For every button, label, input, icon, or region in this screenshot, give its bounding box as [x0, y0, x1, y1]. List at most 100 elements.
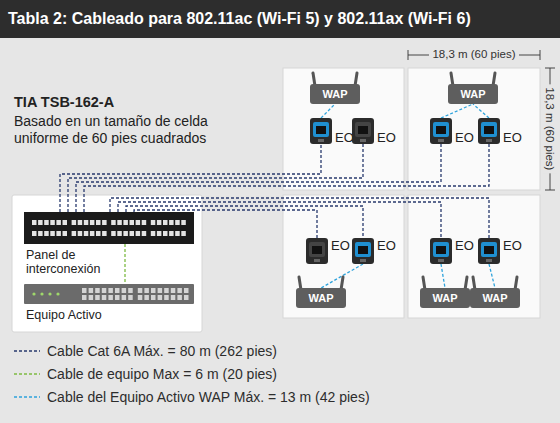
- panel-port: [102, 220, 107, 225]
- node-label: EO: [503, 238, 522, 253]
- switch-led: [48, 292, 51, 295]
- outlet-jack: EO: [430, 238, 452, 264]
- switch-port: [95, 295, 100, 300]
- switch-port: [138, 295, 143, 300]
- dimension-tick: [408, 50, 409, 60]
- switch-led: [32, 292, 35, 295]
- legend-line: [14, 346, 42, 356]
- wireless-access-point: WAP: [470, 288, 520, 308]
- cell: [283, 68, 404, 190]
- switch-port: [144, 288, 149, 293]
- jack-port: [358, 126, 368, 134]
- dimension-tick: [540, 50, 541, 60]
- switch-port: [128, 288, 133, 293]
- node-label: EO: [455, 130, 474, 145]
- switch-port: [138, 288, 143, 293]
- panel-port: [32, 220, 37, 225]
- wap-cable: [473, 104, 489, 118]
- panel-port: [78, 231, 83, 236]
- jack-port: [484, 246, 494, 254]
- panel-port: [163, 231, 168, 236]
- legend-text: Cable Cat 6A Máx. = 80 m (262 pies): [47, 343, 277, 359]
- panel-port: [123, 220, 128, 225]
- panel-port: [157, 231, 162, 236]
- panel-port: [136, 231, 141, 236]
- jack-body: [478, 118, 500, 144]
- panel-port: [90, 220, 95, 225]
- node-label: Equipo Activo: [26, 308, 102, 322]
- outlet-jack-icon: [430, 238, 452, 264]
- panel-port: [44, 220, 49, 225]
- switch-port: [82, 295, 87, 300]
- jack-face: [481, 122, 497, 137]
- wap-cable: [321, 104, 335, 118]
- panel-port: [44, 231, 49, 236]
- panel-port: [72, 220, 77, 225]
- switch-port: [184, 295, 189, 300]
- panel-port: [38, 231, 43, 236]
- wireless-access-point: WAP: [296, 288, 346, 308]
- jack-face: [355, 122, 371, 137]
- title: Tabla 2: Cableado para 802.11ac (Wi-Fi 5…: [8, 10, 471, 28]
- switch-port: [164, 295, 169, 300]
- jack-tab: [318, 139, 324, 142]
- jack-tab: [486, 259, 492, 262]
- legend-text: Cable de equipo Max = 6 m (20 pies): [47, 366, 277, 382]
- wap-body: [310, 84, 360, 104]
- node-label: EO: [331, 238, 350, 253]
- jack-port: [358, 246, 368, 254]
- panel-port: [151, 220, 156, 225]
- switch-port: [151, 288, 156, 293]
- legend-line: [14, 369, 42, 379]
- jack-body: [352, 118, 374, 144]
- jack-body: [306, 238, 328, 264]
- panel-port: [142, 231, 147, 236]
- panel-port: [72, 231, 77, 236]
- node-label: WAP: [296, 288, 346, 308]
- outlet-jack-icon: [478, 118, 500, 144]
- outlet-jack: EO: [478, 118, 500, 144]
- switch-port: [171, 288, 176, 293]
- jack-tab: [438, 139, 444, 142]
- switch-port: [158, 295, 163, 300]
- switch-port: [164, 288, 169, 293]
- jack-face: [313, 122, 329, 137]
- legend-item: Cable de equipo Max = 6 m (20 pies): [14, 366, 277, 382]
- outlet-jack: EO: [478, 238, 500, 264]
- panel-port: [96, 220, 101, 225]
- switch-led: [40, 292, 43, 295]
- title-bar: [0, 0, 560, 38]
- cell: [408, 68, 540, 190]
- panel-port: [169, 220, 174, 225]
- node-label: Panel de interconexión: [26, 248, 118, 277]
- jack-port: [312, 246, 322, 254]
- jack-face: [481, 242, 497, 257]
- jack-tab: [438, 259, 444, 262]
- panel-port: [102, 231, 107, 236]
- cell: [408, 195, 540, 318]
- wap-body: [448, 84, 498, 104]
- panel-port: [96, 231, 101, 236]
- switch-port: [128, 295, 133, 300]
- switch-port: [89, 288, 94, 293]
- panel-port: [142, 220, 147, 225]
- panel-port: [123, 231, 128, 236]
- legend-line: [14, 392, 42, 402]
- switch-port: [171, 295, 176, 300]
- panel-body: [24, 212, 194, 244]
- jack-port: [484, 126, 494, 134]
- outlet-jack: EO: [352, 118, 374, 144]
- jack-body: [430, 118, 452, 144]
- switch-port: [95, 288, 100, 293]
- jack-face: [433, 122, 449, 137]
- jack-face: [355, 242, 371, 257]
- outlet-jack: EO: [310, 118, 332, 144]
- outlet-jack-icon: [306, 238, 328, 264]
- legend-item: Cable Cat 6A Máx. = 80 m (262 pies): [14, 343, 277, 359]
- panel-port: [130, 220, 135, 225]
- switch-port: [151, 295, 156, 300]
- panel-port: [56, 231, 61, 236]
- node-label: EO: [503, 130, 522, 145]
- outlet-jack: EO: [352, 238, 374, 264]
